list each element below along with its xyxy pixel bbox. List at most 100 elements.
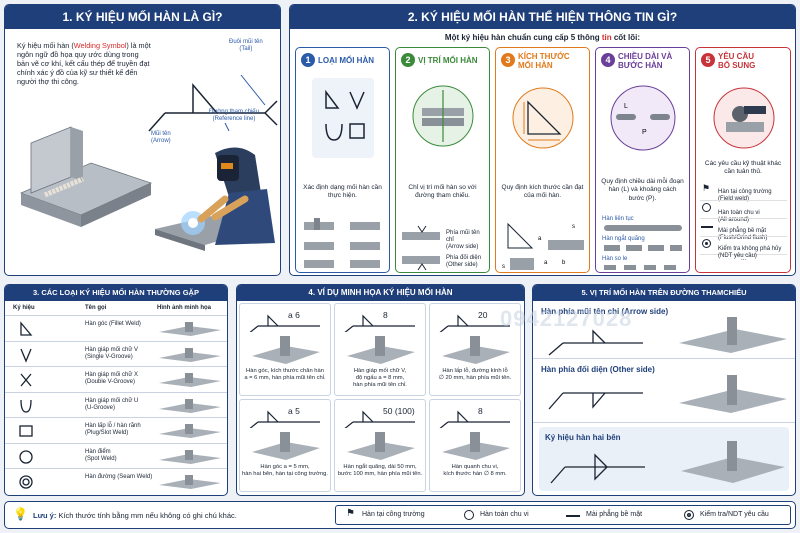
weld-size-icon bbox=[512, 87, 574, 149]
table-row: Hàn giáp mối chữ U (U-Groove) bbox=[5, 391, 227, 418]
legend-all-around: Hàn toàn chu vi bbox=[480, 511, 529, 518]
other-side-label: Hàn phía đối diện (Other side) bbox=[541, 365, 655, 374]
desc-highlight: Welding Symbol bbox=[73, 41, 127, 50]
example-cell: a 6 Hàn góc, kích thước chân hàn a = 6 mm… bbox=[239, 303, 331, 396]
weld-type-name: Hàn góc (Fillet Weld) bbox=[85, 321, 141, 327]
example-plate bbox=[252, 336, 320, 364]
info-card-weld-position: 2 VỊ TRÍ MỐI HÀN Chỉ vị trí mối hàn so v… bbox=[395, 47, 490, 273]
table-row: Hàn đường (Seam Weld) bbox=[5, 468, 227, 494]
reference-line-label: Đường tham chiếu (Reference line) bbox=[209, 109, 259, 123]
example-caption: Hàn góc, kích thước chân hàn a = 6 mm, h… bbox=[244, 368, 326, 382]
size-label-s2: s bbox=[572, 224, 575, 230]
watermark: 0942127028 bbox=[500, 306, 633, 331]
arrow-side-diagram bbox=[548, 329, 643, 356]
example-symbol-text: a 6 bbox=[288, 310, 300, 320]
info-card-weld-type: 1 LOẠI MỐI HÀN Xác định dạng mối hàn cần… bbox=[295, 47, 390, 273]
weld-position-icon bbox=[412, 85, 474, 147]
col-header-name: Tên gọi bbox=[85, 305, 107, 311]
subtitle-text-1: Một ký hiệu hàn chuẩn cung cấp 5 thông bbox=[444, 33, 602, 42]
section-3-panel: 3. CÁC LOẠI KÝ HIỆU MỐI HÀN THƯỜNG GẶP K… bbox=[4, 284, 228, 496]
req-text: Hàn tại công trường (Field weld) bbox=[718, 189, 772, 203]
arrow-side-plate bbox=[679, 317, 787, 353]
weld-type-name: Hàn lấp lỗ / hàn rãnh (Plug/Slot Weld) bbox=[85, 423, 141, 437]
weld-type-name: Hàn giáp mối chữ U (U-Groove) bbox=[85, 397, 139, 411]
info-card-weld-size: 3 KÍCH THƯỚC MỐI HÀN Quy định kích thước… bbox=[495, 47, 590, 273]
note-label: Lưu ý: bbox=[33, 511, 57, 520]
target-icon bbox=[702, 239, 711, 248]
card-title: CHIỀU DÀI VÀ BƯỚC HÀN bbox=[618, 52, 673, 71]
example-plate bbox=[442, 336, 510, 364]
table-row: Hàn giáp mối chữ V (Single V-Groove) bbox=[5, 340, 227, 367]
weld-symbol-icon bbox=[20, 399, 32, 413]
staggered-weld-label: Hàn so le bbox=[602, 256, 628, 262]
weld-illustration bbox=[159, 322, 221, 336]
arrow-label: Mũi tên (Arrow) bbox=[151, 131, 171, 145]
section-5-title: 5. VỊ TRÍ MỐI HÀN TRÊN ĐƯỜNG THAMCHIẾU bbox=[533, 285, 795, 301]
size-label-a: a bbox=[538, 236, 542, 242]
example-caption: Hàn giáp mối chữ V, độ ngấu a = 8 mm, hà… bbox=[353, 368, 407, 389]
weld-illustration bbox=[159, 347, 221, 362]
other-side-label: Phía đối diện (Other side) bbox=[446, 255, 482, 269]
card-number: 2 bbox=[401, 53, 415, 67]
card-description: Quy định kích thước cần đạt của mối hàn. bbox=[501, 184, 584, 200]
flush-line-icon bbox=[566, 515, 580, 517]
example-symbol bbox=[344, 410, 415, 428]
other-side-plate bbox=[679, 375, 787, 413]
length-pitch-icon: L P bbox=[610, 85, 676, 151]
weld-type-symbols bbox=[325, 89, 365, 141]
weld-type-name: Hàn giáp mối chữ X (Double V-Groove) bbox=[85, 372, 139, 386]
arrow-side-row: Hàn phía mũi tên chỉ (Arrow side) bbox=[533, 301, 795, 359]
subtitle-highlight: tin bbox=[601, 33, 612, 42]
weld-type-name: Hàn giáp mối chữ V (Single V-Groove) bbox=[85, 346, 139, 360]
weld-type-illustrations bbox=[304, 218, 380, 268]
example-symbol-text: a 5 bbox=[288, 406, 300, 416]
section-4-title: 4. VÍ DỤ MINH HỌA KÝ HIỆU MỐI HÀN bbox=[237, 285, 524, 301]
col-header-illustration: Hình ảnh minh họa bbox=[157, 305, 211, 311]
footer-note: Lưu ý: Kích thước tính bằng mm nếu không… bbox=[33, 511, 237, 520]
info-card-extra-requirements: 5 YÊU CẦU BỔ SUNG Các yêu cầu kỹ thuật k… bbox=[695, 47, 791, 273]
card-title: YÊU CẦU BỔ SUNG bbox=[718, 52, 756, 71]
length-L-label: L bbox=[624, 103, 628, 110]
legend-ndt: Kiểm tra/NDT yêu cầu bbox=[700, 511, 769, 518]
card-number: 5 bbox=[701, 53, 715, 67]
section-1-panel: 1. KÝ HIỆU MỐI HÀN LÀ GÌ? Ký hiệu mối hà… bbox=[4, 4, 281, 276]
example-symbol-text: 20 bbox=[478, 310, 488, 320]
weld-type-name: Hàn điểm (Spot Weld) bbox=[85, 448, 117, 462]
req-more: ... bbox=[700, 254, 787, 263]
bulb-icon: 💡 bbox=[13, 507, 28, 521]
weld-illustration bbox=[159, 373, 221, 387]
arrow-side-label: Phía mũi tên chỉ (Arrow side) bbox=[446, 230, 480, 251]
example-caption: Hàn quanh chu vi, kích thước hàn ∅ 8 mm. bbox=[443, 464, 507, 478]
table-row: Hàn giáp mối chữ X (Double V-Groove) bbox=[5, 366, 227, 392]
card-description: Các yêu cầu kỹ thuật khác cần tuân thủ. bbox=[704, 160, 782, 176]
tail-label: Đuôi mũi tên (Tail) bbox=[229, 39, 263, 53]
weld-symbol-icon bbox=[20, 373, 32, 387]
continuous-weld-label: Hàn liên tục bbox=[602, 216, 634, 222]
example-caption: Hàn ngắt quãng, dài 50 mm, bước 100 mm, … bbox=[337, 464, 423, 478]
welding-symbol-diagram bbox=[148, 74, 278, 132]
example-symbol-text: 8 bbox=[478, 406, 483, 416]
req-ndt: Kiểm tra không phá hủy (NDT yêu cầu) bbox=[700, 236, 787, 259]
arrow-side-label: Hàn phía mũi tên chỉ (Arrow side) bbox=[541, 307, 669, 316]
other-side-diagram bbox=[548, 392, 643, 410]
weld-symbol-icon bbox=[19, 449, 33, 464]
section-3-title: 3. CÁC LOẠI KÝ HIỆU MỐI HÀN THƯỜNG GẶP bbox=[5, 285, 227, 301]
size-label-a2: a bbox=[544, 260, 548, 266]
weld-symbol-icon bbox=[19, 425, 33, 437]
weld-size-illustrations: a a b s s bbox=[502, 222, 584, 270]
both-sides-row: Ký hiệu hàn hai bên bbox=[539, 427, 789, 491]
card-title: KÍCH THƯỚC MỐI HÀN bbox=[518, 52, 570, 71]
note-text: Kích thước tính bằng mm nếu không có ghi… bbox=[58, 511, 237, 520]
example-symbol-text: 50 (100) bbox=[383, 406, 415, 416]
section-4-panel: 4. VÍ DỤ MINH HỌA KÝ HIỆU MỐI HÀN a 6 Hàn… bbox=[236, 284, 525, 496]
section-1-title: 1. KÝ HIỆU MỐI HÀN LÀ GÌ? bbox=[5, 5, 280, 29]
legend-field-weld: Hàn tại công trường bbox=[362, 511, 425, 518]
flag-icon: ⚑ bbox=[346, 508, 355, 519]
req-text: Kiểm tra không phá hủy (NDT yêu cầu) bbox=[718, 246, 782, 260]
welder-illustration bbox=[155, 147, 275, 251]
weld-illustration bbox=[159, 398, 221, 413]
example-symbol bbox=[249, 410, 320, 428]
intermittent-weld-bar bbox=[604, 245, 682, 251]
weld-symbol-icon bbox=[20, 321, 33, 336]
